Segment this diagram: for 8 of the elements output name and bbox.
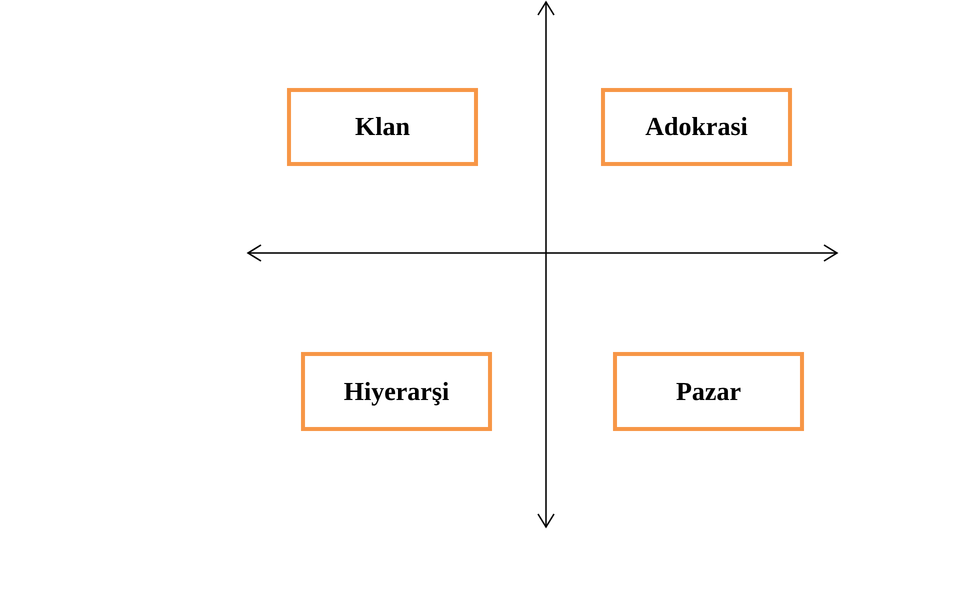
box-label: Klan [355, 112, 410, 142]
box-label: Adokrasi [645, 112, 748, 142]
category-box [287, 88, 478, 166]
category-box [301, 352, 492, 431]
box-label: Hiyerarşi [344, 376, 450, 406]
category-box [613, 352, 804, 431]
box-label: Pazar [676, 376, 741, 406]
category-box [601, 88, 792, 166]
